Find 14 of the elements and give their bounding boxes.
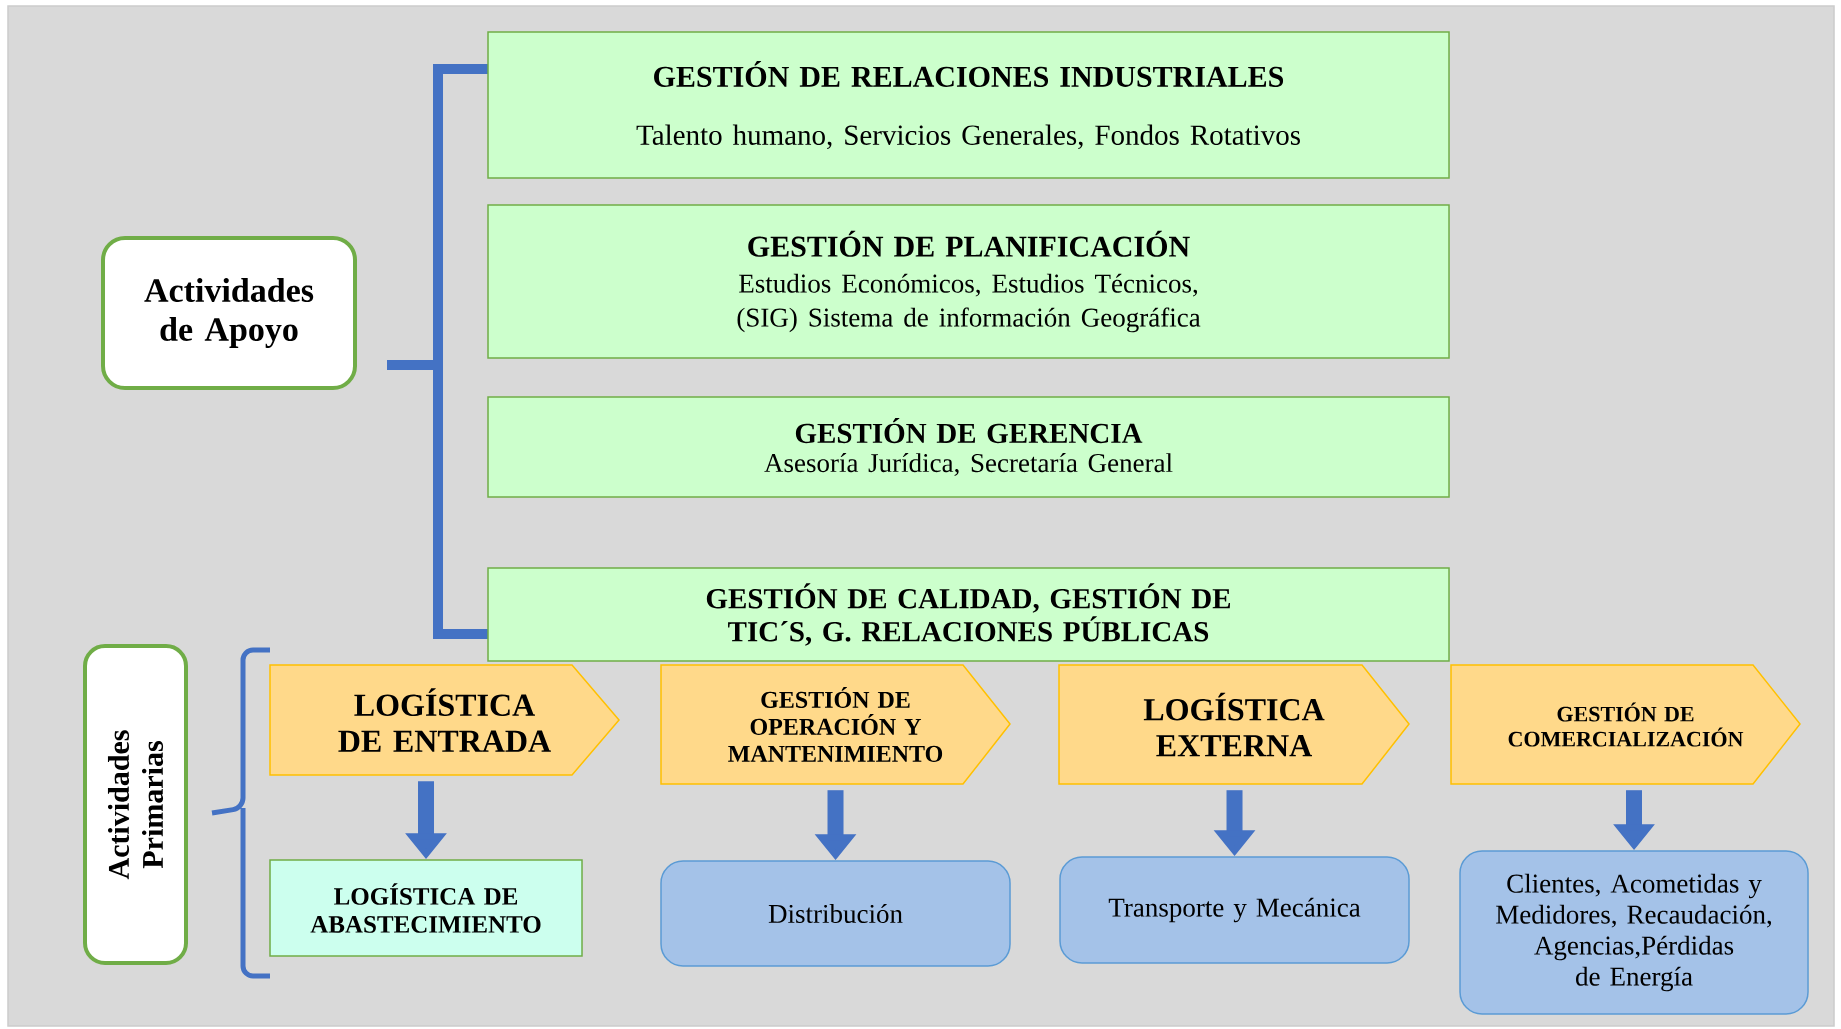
chevron-box: LOGÍSTICA DE ENTRADA bbox=[269, 664, 620, 776]
chevron-box: GESTIÓN DE COMERCIALIZACIÓN bbox=[1450, 664, 1801, 785]
process-box: GESTIÓN DE RELACIONES INDUSTRIALES Talento humano, Servicios Generales, Fondos Rotativos bbox=[487, 31, 1450, 179]
rounded-box: Distribución bbox=[660, 860, 1011, 967]
rounded-box: Clientes, Acometidas y Medidores, Recaudación, Agencias,Pérdidas de Energía bbox=[1459, 850, 1809, 1015]
process-box: GESTIÓN DE PLANIFICACIÓN Estudios Económicos, Estudios Técnicos, (SIG) Sistema de información Geográfica bbox=[487, 204, 1450, 359]
rounded-box: Transporte y Mecánica bbox=[1059, 856, 1410, 964]
process-box: GESTIÓN DE CALIDAD, GESTIÓN DE TIC´S, G. RELACIONES PÚBLICAS bbox=[487, 567, 1450, 662]
rounded-box: Actividades de Apoyo bbox=[101, 236, 357, 390]
chevron-box: GESTIÓN DE OPERACIÓN Y MANTENIMIENTO bbox=[660, 664, 1011, 785]
chevron-box: LOGÍSTICA EXTERNA bbox=[1058, 664, 1410, 785]
process-box: LOGÍSTICA DE ABASTECIMIENTO bbox=[269, 859, 583, 957]
process-box: GESTIÓN DE GERENCIA Asesoría Jurídica, Secretaría General bbox=[487, 396, 1450, 498]
rounded-box: Actividades Primarias bbox=[83, 644, 188, 965]
